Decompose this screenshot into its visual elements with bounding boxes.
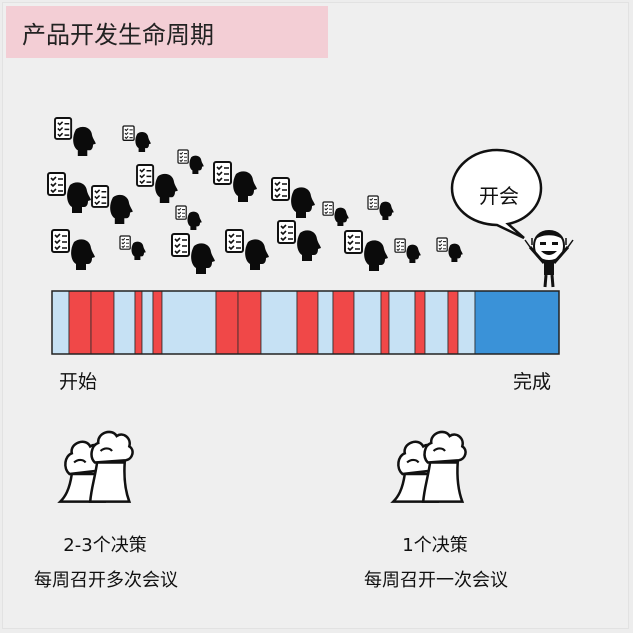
timeline-segment: [425, 291, 448, 354]
timeline-segment: [458, 291, 475, 354]
right-caption-line2: 每周召开一次会议: [336, 566, 536, 592]
timeline-segment: [238, 291, 261, 354]
person-with-doc-icon: [48, 118, 463, 274]
timeline-bar: [52, 291, 559, 354]
timeline-segment: [333, 291, 354, 354]
timeline-segment: [142, 291, 153, 354]
timeline-end-label: 完成: [513, 367, 551, 394]
timeline-segment: [297, 291, 318, 354]
timeline-segment: [91, 291, 114, 354]
timeline-segment: [354, 291, 381, 354]
team-group-icon: [393, 432, 465, 502]
speech-bubble-text: 开会: [479, 184, 519, 208]
timeline-segment: [318, 291, 333, 354]
timeline-segment: [52, 291, 69, 354]
timeline-segment: [162, 291, 216, 354]
timeline-segment: [389, 291, 415, 354]
left-caption-line1: 2-3个决策: [10, 531, 200, 557]
team-group-icon: [60, 432, 132, 502]
cheering-person-icon: [525, 231, 573, 287]
timeline-segment: [475, 291, 559, 354]
timeline-segment: [448, 291, 458, 354]
timeline-segment: [153, 291, 162, 354]
timeline-segment: [114, 291, 135, 354]
timeline-segment: [261, 291, 297, 354]
timeline-segment: [135, 291, 142, 354]
right-caption-line1: 1个决策: [340, 531, 530, 557]
left-caption-line2: 每周召开多次会议: [6, 566, 206, 592]
timeline-segment: [415, 291, 425, 354]
timeline-start-label: 开始: [59, 367, 97, 394]
timeline-segment: [381, 291, 389, 354]
timeline-segment: [69, 291, 91, 354]
timeline-segment: [216, 291, 238, 354]
